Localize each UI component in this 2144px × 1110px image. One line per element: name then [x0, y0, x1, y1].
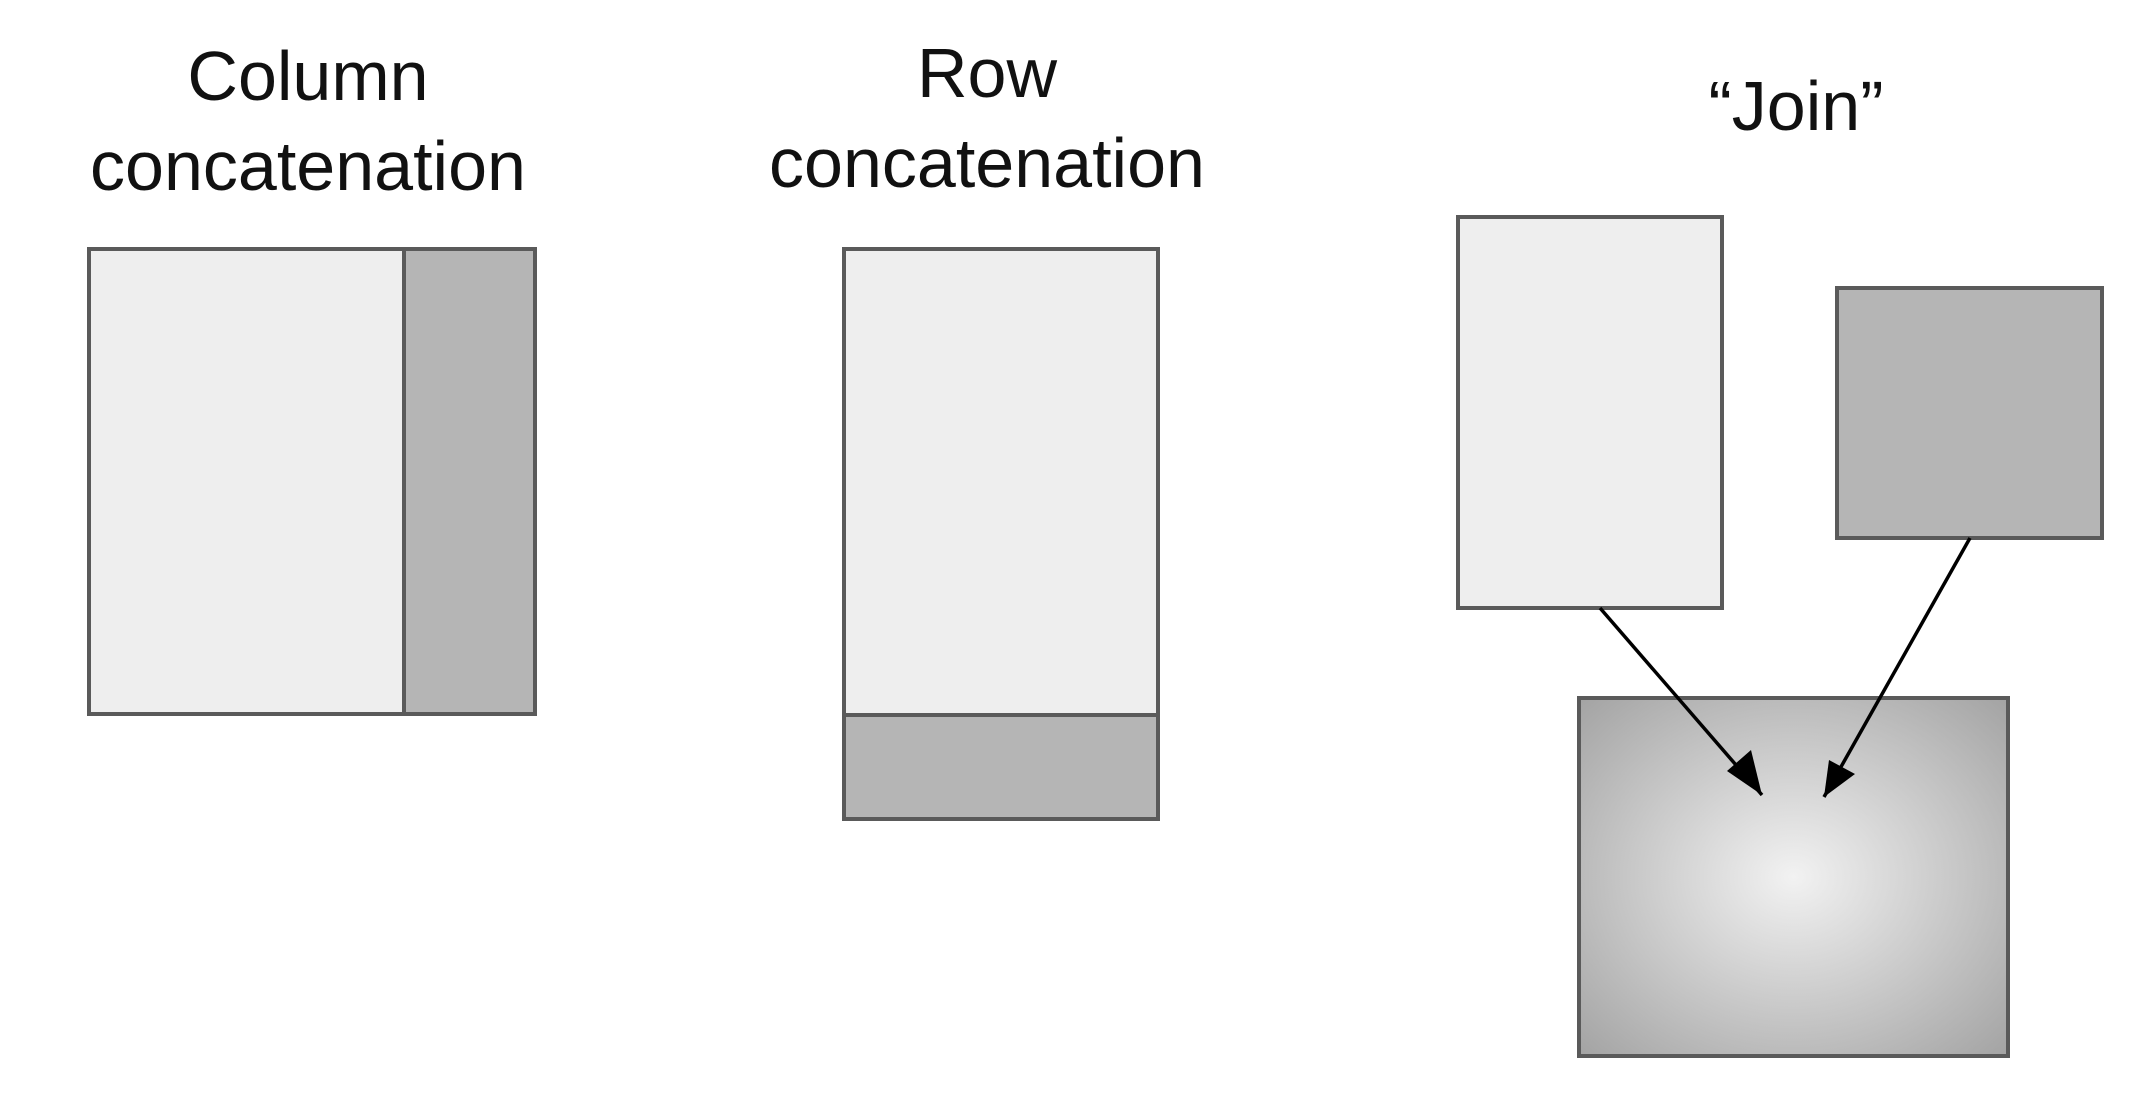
column-concatenation-title-line1: Column — [187, 37, 428, 115]
joined-result-table — [1577, 696, 2010, 1058]
join-arrow-right — [1822, 537, 1972, 798]
join-right-table — [1835, 286, 2104, 540]
join-group: “Join” — [1456, 67, 2104, 1058]
column-left-table — [87, 247, 406, 716]
join-title: “Join” — [1708, 67, 1883, 145]
join-arrow-left — [1598, 606, 1764, 797]
column-concatenation-title-line2: concatenation — [90, 127, 526, 205]
join-left-table — [1456, 215, 1724, 610]
join-arrow-left-head — [1727, 750, 1762, 795]
row-concatenation-title-line1: Row — [917, 34, 1057, 112]
join-arrow-right-head — [1824, 760, 1855, 797]
row-top-table — [842, 247, 1160, 717]
column-concatenation-group: Column concatenation — [87, 37, 537, 716]
column-right-table — [402, 247, 537, 716]
row-concatenation-group: Row concatenation — [769, 34, 1205, 821]
row-bottom-table — [842, 713, 1160, 821]
row-concatenation-title-line2: concatenation — [769, 124, 1205, 202]
